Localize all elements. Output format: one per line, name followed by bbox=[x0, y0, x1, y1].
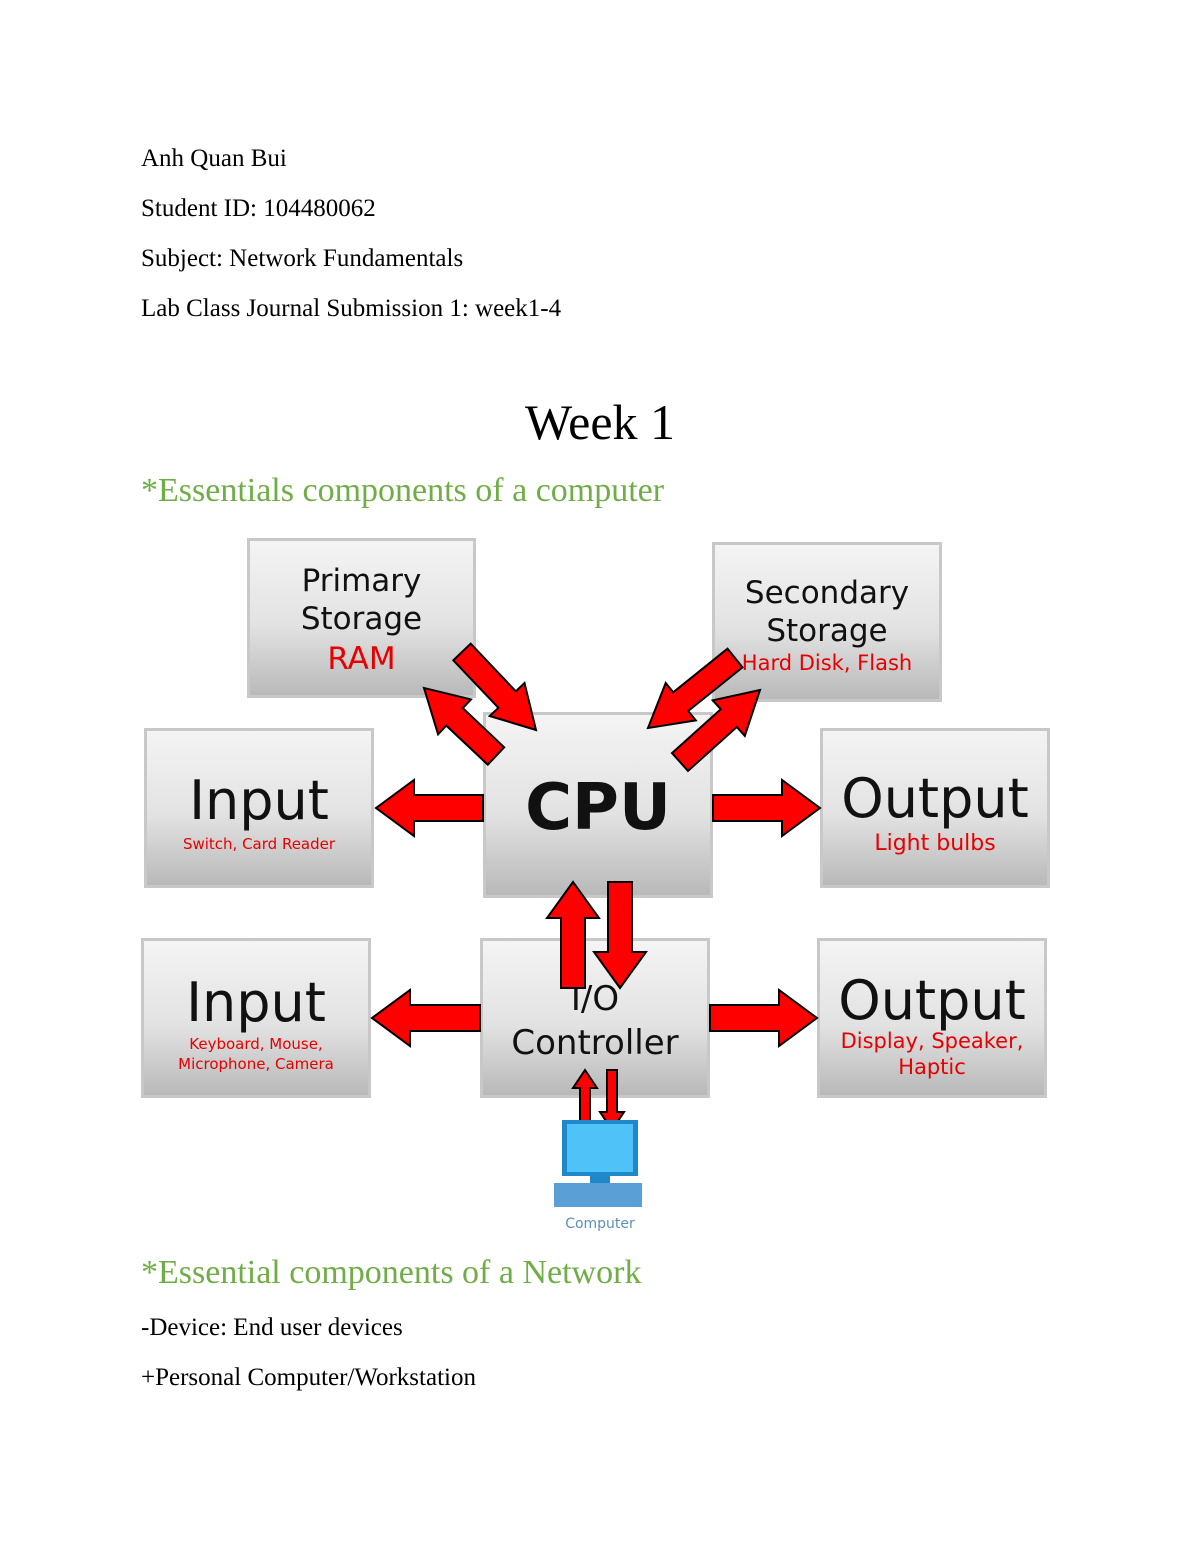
monitor-screen bbox=[567, 1124, 633, 1172]
io-controller-box: I/O Controller bbox=[480, 938, 710, 1098]
output-2-sub-1: Display, Speaker, bbox=[840, 1029, 1024, 1053]
week-title: Week 1 bbox=[524, 394, 676, 450]
arrow-secondary-to-cpu bbox=[646, 647, 744, 730]
monitor-stand bbox=[590, 1176, 610, 1183]
output-2-sub-2: Haptic bbox=[898, 1055, 966, 1079]
input-box-1: Input Switch, Card Reader bbox=[144, 728, 374, 888]
secondary-storage-label-1: Secondary bbox=[744, 575, 910, 611]
arrow-io-to-input-2 bbox=[370, 988, 481, 1048]
arrow-cpu-to-output-1 bbox=[712, 778, 822, 838]
arrow-io-to-output-2 bbox=[709, 988, 819, 1048]
input-1-sub: Switch, Card Reader bbox=[182, 835, 336, 853]
arrow-cpu-to-primary bbox=[422, 686, 506, 767]
input-2-sub-1: Keyboard, Mouse, bbox=[189, 1035, 323, 1053]
input-2-sub-2: Microphone, Camera bbox=[178, 1055, 334, 1073]
output-1-sub: Light bulbs bbox=[874, 831, 996, 856]
primary-storage-label-2: Storage bbox=[300, 601, 423, 637]
submission-title: Lab Class Journal Submission 1: week1-4 bbox=[141, 295, 562, 322]
monitor-base bbox=[554, 1183, 642, 1207]
cpu-box: CPU bbox=[483, 712, 713, 898]
input-1-title: Input bbox=[189, 769, 329, 832]
input-2-title: Input bbox=[186, 971, 326, 1034]
section-title-network: *Essential components of a Network bbox=[141, 1254, 642, 1291]
computer-label: Computer bbox=[565, 1216, 635, 1232]
secondary-storage-box: Secondary Storage Hard Disk, Flash bbox=[712, 542, 942, 702]
output-box-1: Output Light bulbs bbox=[820, 728, 1050, 888]
subject: Subject: Network Fundamentals bbox=[141, 245, 464, 272]
arrow-cpu-to-secondary bbox=[670, 688, 762, 773]
section-title-computer: *Essentials components of a computer bbox=[141, 472, 665, 509]
cpu-title: CPU bbox=[525, 771, 671, 845]
personal-computer-line: +Personal Computer/Workstation bbox=[141, 1364, 476, 1391]
secondary-storage-label-2: Storage bbox=[766, 613, 888, 649]
primary-storage-label-1: Primary bbox=[301, 563, 422, 599]
output-1-title: Output bbox=[841, 767, 1029, 830]
io-label-2: Controller bbox=[511, 1023, 679, 1063]
arrow-cpu-to-input-1 bbox=[374, 778, 484, 838]
secondary-storage-sub: Hard Disk, Flash bbox=[741, 651, 913, 675]
arrow-io-to-cpu bbox=[545, 880, 601, 989]
arrow-primary-to-cpu bbox=[451, 642, 538, 732]
student-id: Student ID: 104480062 bbox=[141, 195, 376, 222]
arrow-cpu-to-io bbox=[592, 881, 648, 990]
output-box-2: Output Display, Speaker, Haptic bbox=[817, 938, 1047, 1098]
device-line: -Device: End user devices bbox=[141, 1314, 403, 1341]
primary-storage-sub: RAM bbox=[327, 641, 396, 677]
output-2-title: Output bbox=[838, 969, 1026, 1032]
input-box-2: Input Keyboard, Mouse, Microphone, Camer… bbox=[141, 938, 371, 1098]
primary-storage-box: Primary Storage RAM bbox=[247, 538, 476, 698]
author-name: Anh Quan Bui bbox=[141, 145, 287, 172]
